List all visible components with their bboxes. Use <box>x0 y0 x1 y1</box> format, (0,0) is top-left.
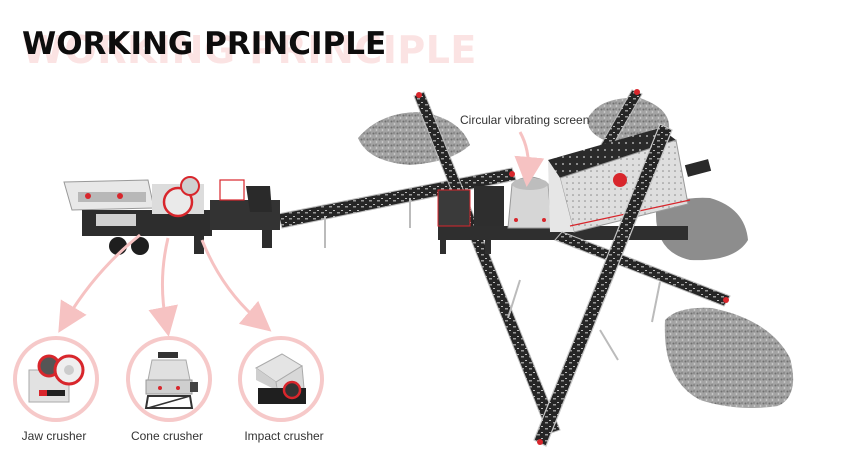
cone-crusher-icon <box>144 352 198 409</box>
cone-crusher-circle[interactable] <box>126 336 212 422</box>
sand-pile-right <box>655 197 748 261</box>
jaw-crusher-plant <box>63 176 280 255</box>
arrows-to-crushers <box>58 233 272 337</box>
diagonal-conveyor-left <box>413 91 561 435</box>
gravel-pile-top-left <box>358 112 470 165</box>
cone-screen-plant <box>437 128 712 254</box>
jaw-crusher-circle[interactable] <box>13 336 99 422</box>
title-ghost-text: WORKING PRINCIPLE <box>22 28 477 72</box>
cone-crusher-label: Cone crusher <box>130 429 204 443</box>
impact-crusher-circle[interactable] <box>238 336 324 422</box>
diagonal-conveyor-bottom-right <box>554 231 731 323</box>
title-text: WORKING PRINCIPLE <box>22 26 387 62</box>
callout-circular-vibrating-screen: Circular vibrating screen <box>460 113 590 127</box>
impact-crusher-label: Impact crusher <box>244 429 324 443</box>
screen-callout-arrow <box>514 131 545 187</box>
diagonal-conveyor-main <box>533 123 673 447</box>
gravel-pile-bottom-right <box>664 307 794 408</box>
impact-crusher-icon <box>255 353 306 404</box>
jaw-crusher-icon <box>28 354 85 403</box>
jaw-crusher-label: Jaw crusher <box>21 429 87 443</box>
